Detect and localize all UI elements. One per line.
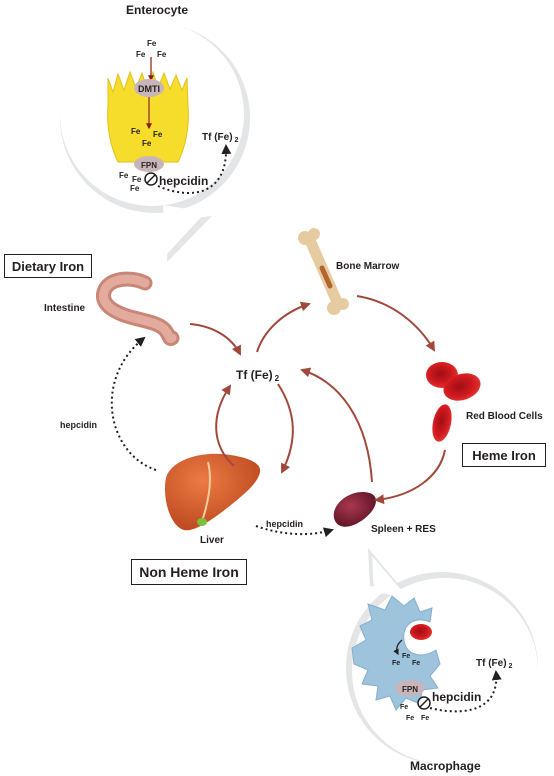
- enterocyte-fpn-transporter: [134, 156, 164, 172]
- macrophage-fe-arrow: [393, 639, 403, 656]
- macrophage-fpn-transporter: [395, 680, 425, 696]
- transferrin-label: Tf (Fe)2: [236, 368, 280, 383]
- hepcidin-left-label: hepcidin: [60, 420, 98, 430]
- arrow-tf-to-bone-marrow: [256, 301, 311, 353]
- macrophage-fe-5: Fe: [406, 715, 414, 722]
- arrow-bone-marrow-to-rbc: [356, 295, 436, 352]
- dietary-iron-box: Dietary Iron: [4, 254, 92, 278]
- enterocyte-fpn-label: FPN: [141, 161, 157, 170]
- enterocyte-fe-2: Fe: [136, 50, 146, 59]
- hepcidin-bottom-label: hepcidin: [266, 519, 304, 529]
- red-blood-cells-shape: [426, 362, 481, 442]
- enterocyte-fe-3: Fe: [157, 50, 167, 59]
- enterocyte-fe-6: Fe: [142, 139, 152, 148]
- macrophage-fe-6: Fe: [421, 715, 429, 722]
- spleen-res-label: Spleen + RES: [371, 524, 436, 535]
- macrophage-block-icon-slash: [419, 698, 429, 708]
- macrophage-hepcidin-label: hepcidin: [432, 690, 481, 704]
- transferrin-subscript: 2: [274, 374, 280, 383]
- dmt1-label: DMTI: [138, 84, 160, 94]
- enterocyte-title: Enterocyte: [126, 3, 189, 17]
- hepcidin-to-spleen-arrow: [255, 525, 334, 538]
- macrophage-fpn-label: FPN: [402, 685, 418, 694]
- transferrin-text: Tf (Fe): [236, 368, 273, 382]
- liver-label: Liver: [200, 535, 224, 546]
- enterocyte-export-arrow: [157, 144, 232, 194]
- arrow-tf-to-liver: [277, 383, 294, 474]
- enterocyte-tf-label: Tf (Fe)2: [202, 132, 239, 144]
- hepcidin-to-intestine-arrow: [110, 336, 157, 471]
- enterocyte-fe-9: Fe: [130, 184, 140, 193]
- enterocyte-fe-7: Fe: [119, 171, 129, 180]
- macrophage-fe-4: Fe: [400, 704, 408, 711]
- enterocyte-cell: [107, 70, 189, 163]
- spleen-shape: [333, 492, 377, 527]
- arrow-intestine-to-tf: [189, 323, 241, 356]
- macrophage-fe-1: Fe: [402, 653, 410, 660]
- red-blood-cells-label: Red Blood Cells: [466, 411, 543, 422]
- macrophage-fe-3: Fe: [412, 660, 420, 667]
- arrow-spleen-to-tf: [300, 367, 373, 483]
- intestine-highlight: [99, 274, 177, 343]
- macrophage-tf-label: Tf (Fe)2: [476, 658, 513, 670]
- arrow-liver-to-tf: [215, 384, 235, 467]
- enterocyte-hepcidin-label: hepcidin: [159, 174, 208, 188]
- non-heme-iron-box: Non Heme Iron: [131, 559, 247, 585]
- enterocyte-fe-4: Fe: [131, 127, 141, 136]
- liver-ligament: [202, 461, 212, 519]
- dmt1-transporter: [134, 79, 164, 97]
- intestine-label: Intestine: [44, 303, 86, 314]
- bone-marrow-label: Bone Marrow: [336, 261, 400, 272]
- arrow-rbc-to-spleen: [374, 449, 446, 505]
- liver-shape: [164, 453, 261, 531]
- enterocyte-fe-8: Fe: [132, 175, 142, 184]
- bone-marrow-shape: [298, 228, 349, 315]
- phagocytosed-rbc: [410, 624, 432, 640]
- macrophage-export-arrow: [429, 670, 502, 713]
- enterocyte-fe-5: Fe: [153, 130, 163, 139]
- heme-iron-box: Heme Iron: [462, 443, 546, 467]
- macrophage-title: Macrophage: [410, 759, 481, 773]
- enterocyte-block-icon-slash: [146, 174, 156, 184]
- enterocyte-fe-1: Fe: [147, 39, 157, 48]
- macrophage-fe-2: Fe: [392, 660, 400, 667]
- gallbladder: [197, 518, 207, 526]
